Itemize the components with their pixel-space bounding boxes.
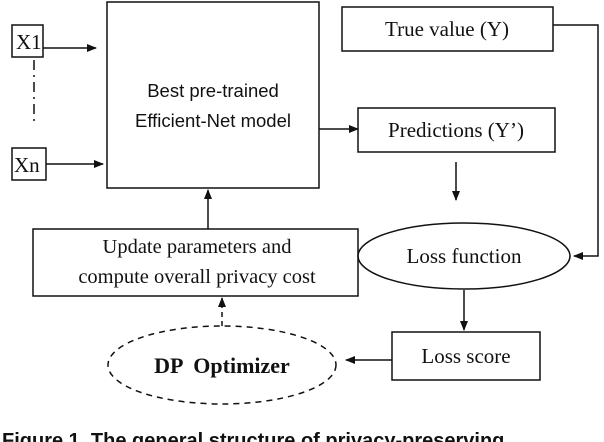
- arrow-true-value-to-loss: [553, 24, 599, 260]
- loss-score-label: Loss score: [421, 344, 510, 368]
- input-xn-label: Xn: [14, 153, 40, 177]
- dp-optimizer-ellipse: [107, 325, 337, 405]
- model-box: [106, 1, 320, 189]
- true-value-label: True value (Y): [385, 17, 509, 41]
- figure-caption: Figure 1. The general structure of priva…: [2, 430, 504, 442]
- update-label-line2: compute overall privacy cost: [78, 266, 316, 288]
- predictions-box: [357, 107, 556, 153]
- update-box: [32, 228, 359, 297]
- true-value-box: [341, 6, 554, 52]
- predictions-label: Predictions (Y’): [388, 118, 524, 142]
- loss-function-label: Loss function: [407, 244, 522, 268]
- input-x1-label: X1: [16, 30, 42, 54]
- loss-score-box: [391, 331, 541, 381]
- update-label-line1: Update parameters and: [103, 236, 292, 258]
- model-label-line1: Best pre-trained: [147, 80, 279, 101]
- dp-optimizer-label: DP Optimizer: [154, 353, 290, 378]
- model-label-line2: Efficient-Net model: [135, 110, 291, 131]
- input-x1-box: [11, 24, 44, 58]
